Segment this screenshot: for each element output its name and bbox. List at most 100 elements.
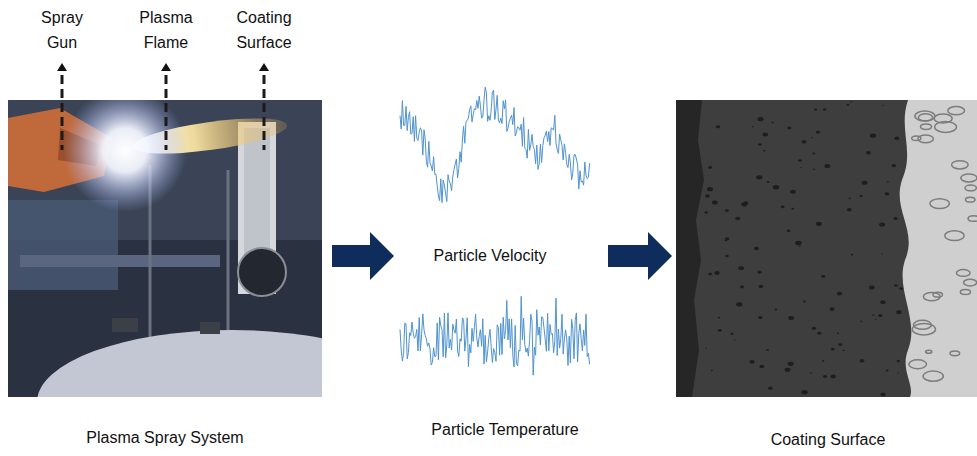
pore	[862, 181, 868, 185]
pore	[708, 273, 712, 276]
pore	[766, 349, 769, 351]
pore	[767, 181, 770, 183]
pore	[849, 198, 851, 200]
pore	[860, 359, 865, 362]
splat-boundary	[964, 279, 977, 286]
splat-boundary	[950, 351, 960, 356]
rail	[20, 255, 220, 267]
pore	[712, 201, 718, 205]
panel-caption: Coating Surface	[771, 430, 886, 450]
substrate-splats	[909, 107, 977, 382]
pore	[735, 217, 740, 221]
pore	[823, 375, 827, 378]
pore	[887, 181, 889, 182]
pore	[725, 209, 729, 212]
pore	[743, 201, 748, 205]
pore	[752, 126, 754, 127]
leader-line	[263, 75, 266, 150]
pore	[896, 310, 902, 314]
splat-boundary	[926, 350, 932, 353]
pore	[882, 105, 884, 106]
pore	[846, 104, 849, 106]
pore	[897, 372, 899, 373]
splat-boundary	[965, 197, 975, 202]
pore	[716, 125, 720, 128]
splat-boundary	[935, 121, 957, 132]
flow-arrow	[332, 232, 394, 280]
turntable	[37, 330, 322, 397]
pore	[879, 223, 885, 227]
temperature-signal	[400, 296, 590, 375]
pore	[798, 159, 802, 162]
panel-caption: Particle Velocity	[434, 246, 547, 266]
splat-boundary	[960, 289, 970, 294]
pore	[816, 131, 820, 134]
pore	[772, 122, 774, 124]
part-label: Spray Gun	[29, 5, 95, 55]
pore	[749, 360, 754, 364]
pore	[707, 187, 713, 191]
pore	[880, 392, 885, 396]
pore	[759, 285, 764, 288]
pore	[816, 222, 822, 226]
pore	[754, 247, 759, 251]
pore	[705, 348, 707, 349]
pore	[899, 287, 903, 290]
pore	[738, 266, 743, 270]
pore	[821, 275, 825, 278]
pore	[894, 284, 898, 286]
pore	[725, 240, 728, 242]
pore	[787, 229, 791, 232]
pore	[756, 175, 762, 179]
splat-boundary	[909, 360, 927, 369]
pore	[714, 271, 719, 275]
plasma-glow	[63, 100, 187, 212]
pore	[881, 253, 883, 254]
splat-boundary	[913, 320, 931, 329]
pore	[799, 246, 801, 247]
pore	[773, 185, 779, 189]
pore	[802, 140, 807, 143]
leader-line	[165, 75, 168, 150]
pore	[768, 387, 773, 390]
velocity-signal	[400, 87, 590, 202]
pore	[869, 285, 875, 289]
pore	[831, 348, 835, 351]
pore	[790, 190, 796, 194]
leader-arrowhead	[57, 63, 67, 71]
clamp	[200, 322, 220, 334]
pore	[740, 286, 744, 289]
pore	[813, 169, 815, 171]
pore	[781, 206, 785, 209]
pore	[812, 327, 816, 330]
pore	[838, 343, 842, 346]
leader-arrowhead	[161, 63, 171, 71]
pore	[787, 127, 791, 130]
pore	[812, 152, 815, 154]
pore	[824, 164, 830, 168]
pore	[791, 208, 794, 210]
pore	[875, 319, 877, 320]
splat-boundary	[948, 107, 965, 115]
pore	[885, 192, 890, 195]
signal-plots	[400, 87, 590, 375]
splat-boundary	[915, 111, 935, 121]
micrograph-panel: Coating Surface	[676, 100, 977, 452]
pore	[897, 360, 900, 362]
pore	[880, 300, 885, 304]
flow-arrow	[608, 232, 672, 280]
pore	[757, 270, 762, 273]
pore	[708, 166, 712, 169]
pore	[718, 317, 720, 319]
pore	[814, 109, 817, 111]
pore	[803, 300, 806, 302]
splat-boundary	[921, 124, 932, 129]
panel-caption: Particle Temperature	[431, 420, 578, 440]
pore	[823, 108, 826, 110]
pore	[891, 164, 896, 167]
pore	[842, 350, 844, 351]
substrate	[900, 100, 977, 397]
